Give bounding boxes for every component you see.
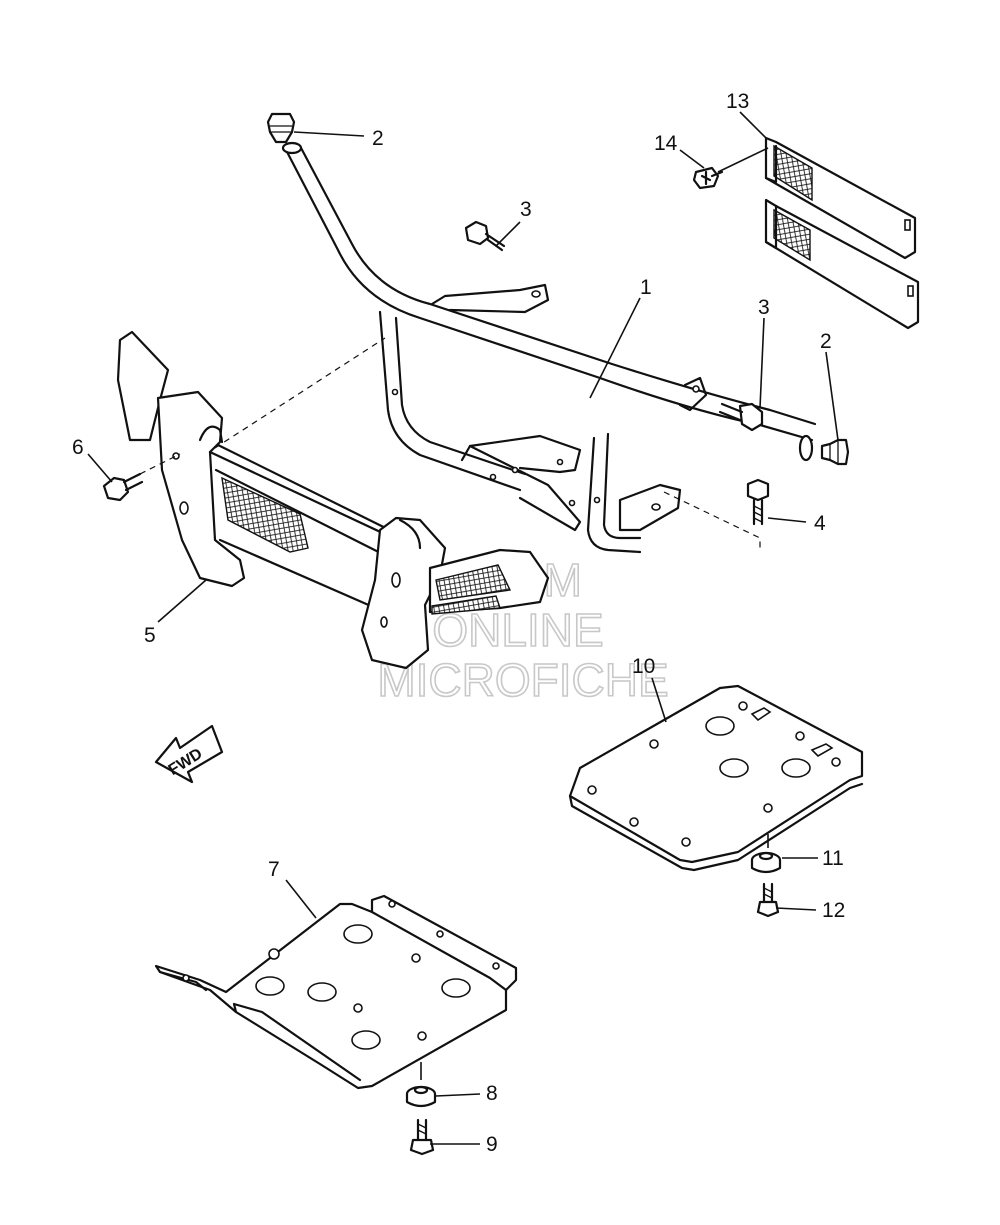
skid-plate-10 [568,684,864,872]
cap-2-right [820,438,850,466]
callout-1: 1 [640,276,652,299]
callout-10: 10 [632,655,655,678]
bolt-3-right [718,402,764,432]
front-bumper [116,330,550,670]
callout-7: 7 [268,858,280,881]
screw-14 [692,166,724,190]
callout-4: 4 [814,512,826,535]
callout-11: 11 [822,847,844,870]
bolt-12 [756,882,780,918]
bolt-9 [409,1118,435,1156]
callout-3-right: 3 [758,296,770,319]
callout-13: 13 [726,90,749,113]
callout-numbers: 2 3 1 3 2 4 5 6 7 8 9 10 11 12 13 14 [72,90,845,1156]
callout-5: 5 [144,624,156,647]
grommet-11 [750,851,782,874]
watermark-line-3: MICROFICHE [377,654,668,706]
grommet-8 [405,1085,437,1108]
callout-12: 12 [822,899,845,922]
callout-14: 14 [654,132,678,155]
callout-8: 8 [486,1082,498,1105]
fwd-arrow-icon: FWD [154,724,224,784]
front-guard-frame [281,141,817,554]
leader-lines [87,111,839,1145]
callout-2-top: 2 [372,127,384,150]
callout-6: 6 [72,436,84,459]
bolt-3-top [464,220,506,252]
skid-plate-7 [154,894,518,1090]
callout-2-right: 2 [820,330,832,353]
cap-2-top [266,112,296,144]
mesh-plates [764,136,920,330]
bolt-4 [663,478,770,548]
callout-3-top: 3 [520,198,532,221]
bolt-6 [102,472,144,502]
callout-9: 9 [486,1133,498,1156]
